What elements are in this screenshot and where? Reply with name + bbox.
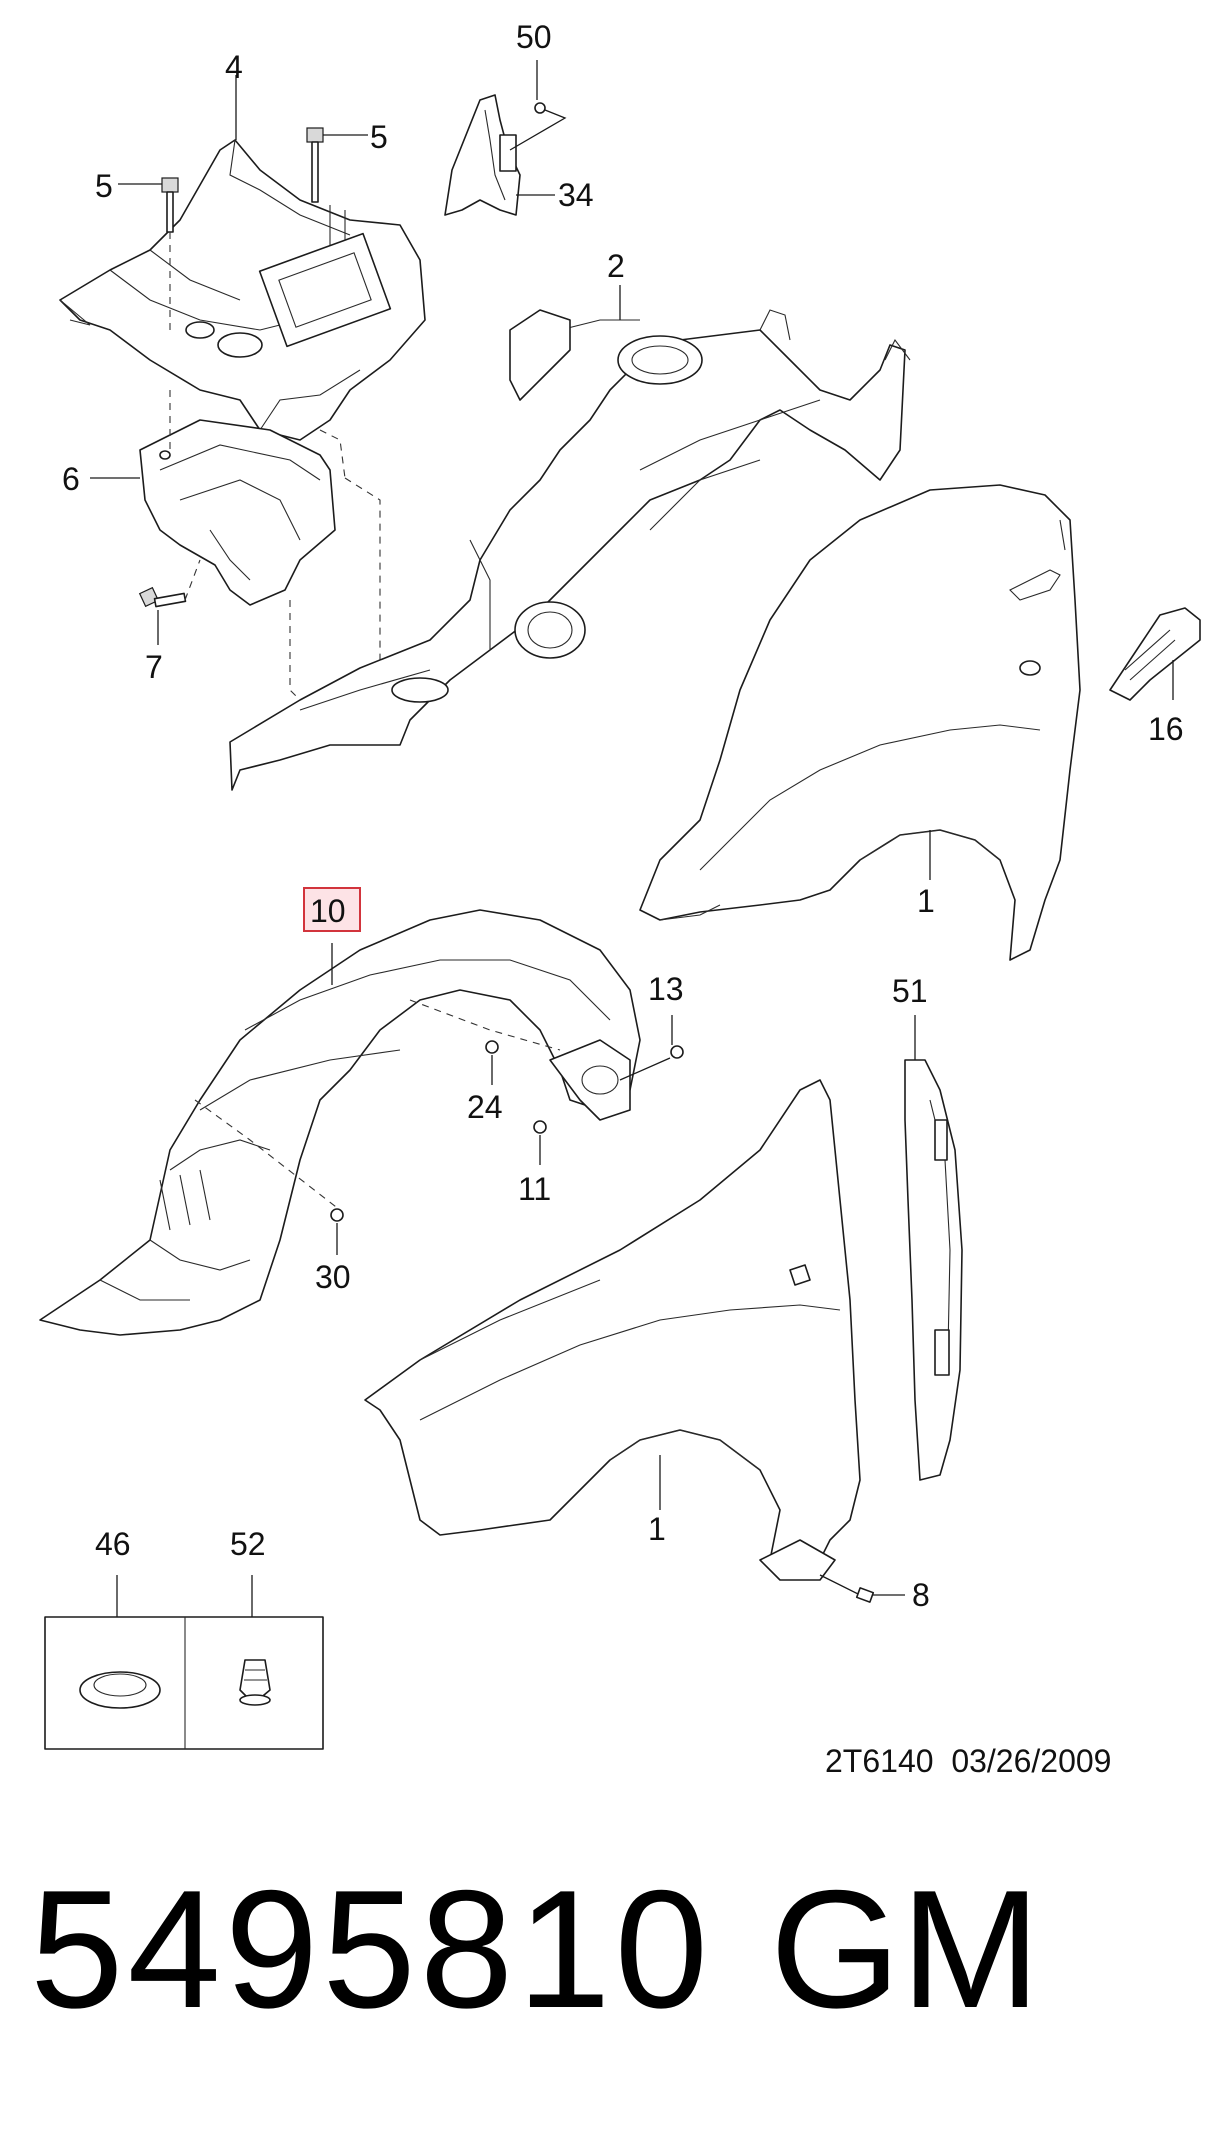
callout-50[interactable]: 50 <box>516 19 552 55</box>
callout-34[interactable]: 34 <box>558 177 594 213</box>
bolt-5-left <box>118 177 179 330</box>
part-51-seal <box>904 1015 963 1481</box>
callout-51[interactable]: 51 <box>892 973 928 1009</box>
callout-5-left[interactable]: 5 <box>95 168 113 204</box>
legend-box <box>44 1575 324 1750</box>
brand-label: GM <box>770 1855 1041 2043</box>
part-1-fender-lower <box>364 1079 905 1603</box>
callout-4[interactable]: 4 <box>225 49 243 85</box>
callout-1-lower[interactable]: 1 <box>648 1511 666 1547</box>
callout-30[interactable]: 30 <box>315 1259 351 1295</box>
callout-24[interactable]: 24 <box>467 1089 503 1125</box>
part-52-clip <box>239 1659 271 1706</box>
part-number: 5495810 <box>30 1855 713 2043</box>
callout-10[interactable]: 10 <box>310 893 346 929</box>
callout-16[interactable]: 16 <box>1148 711 1184 747</box>
callout-11[interactable]: 11 <box>518 1171 551 1207</box>
part-1-fender-upper <box>639 484 1081 961</box>
part-2-rail <box>229 285 911 791</box>
part-4-tray <box>59 75 426 441</box>
part-10-wheel-liner <box>39 909 641 1336</box>
callout-7[interactable]: 7 <box>145 649 163 685</box>
part-16-garnish <box>1109 607 1201 701</box>
fastener-24 <box>485 1040 499 1085</box>
drawing-code: 2T6140 03/26/2009 <box>825 1743 1112 1779</box>
part-50-clip <box>509 60 567 151</box>
fastener-11 <box>533 1120 547 1165</box>
part-46-plug <box>79 1671 161 1709</box>
fastener-30 <box>330 1208 344 1255</box>
callout-10-highlight <box>303 887 361 932</box>
bolt-5-right <box>306 127 368 203</box>
fastener-13 <box>619 1015 684 1081</box>
callout-1-upper[interactable]: 1 <box>917 883 935 919</box>
callout-46[interactable]: 46 <box>95 1526 131 1562</box>
callout-2[interactable]: 2 <box>607 248 625 284</box>
callout-8[interactable]: 8 <box>912 1577 930 1613</box>
part-34-bracket <box>444 94 555 216</box>
callout-52[interactable]: 52 <box>230 1526 266 1562</box>
callout-5-right[interactable]: 5 <box>370 119 388 155</box>
bolt-7 <box>138 559 201 645</box>
callout-13[interactable]: 13 <box>648 971 684 1007</box>
part-6-bracket <box>90 390 381 701</box>
callout-6[interactable]: 6 <box>62 461 80 497</box>
